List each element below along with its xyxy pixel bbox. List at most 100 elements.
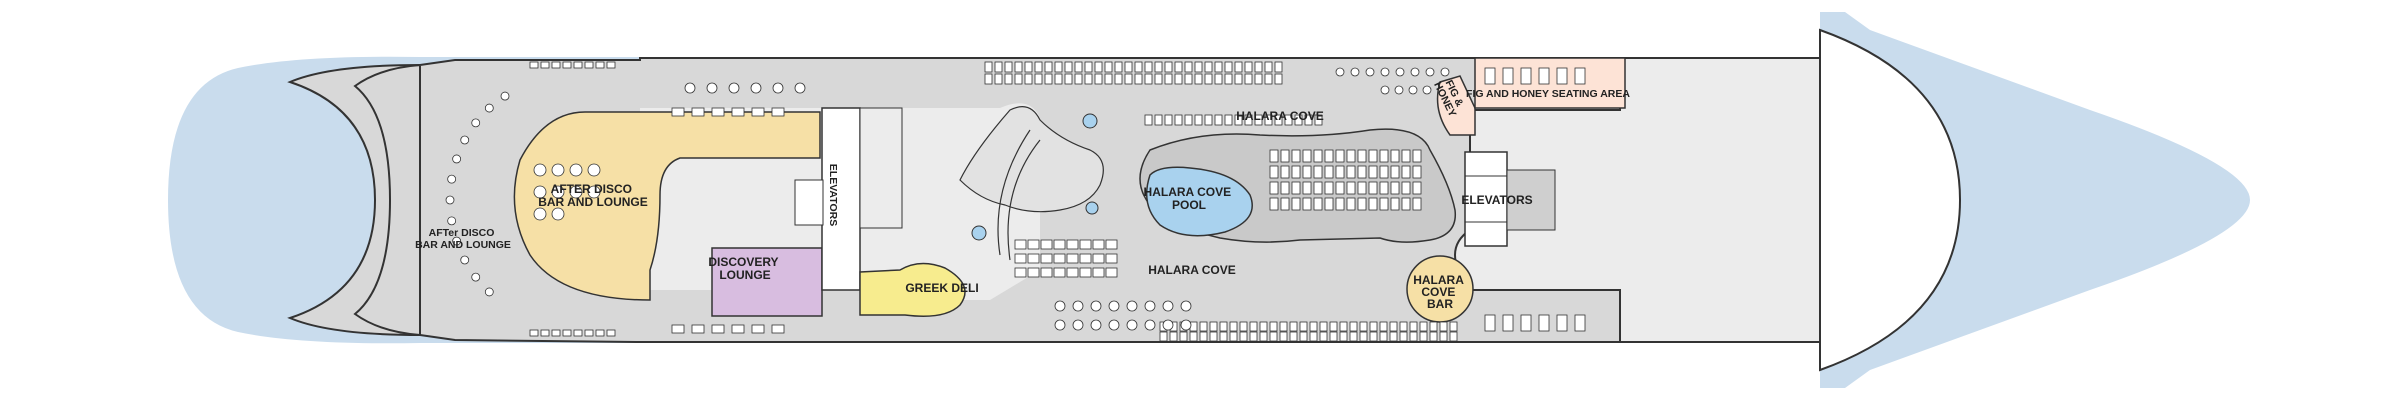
sun-lounger: [1239, 321, 1248, 332]
sun-lounger: [1429, 331, 1438, 342]
sun-lounger: [984, 61, 993, 73]
sun-lounger: [1449, 321, 1458, 332]
booth: [1502, 314, 1514, 332]
sun-lounger: [1289, 331, 1298, 342]
sun-lounger: [1094, 73, 1103, 85]
pool-lounger: [1302, 197, 1312, 211]
sun-lounger: [1214, 73, 1223, 85]
table: [529, 329, 539, 337]
table: [573, 329, 583, 337]
pool-lounger: [1324, 197, 1334, 211]
sun-lounger: [1124, 73, 1133, 85]
rock-feature: [959, 106, 1104, 213]
sun-lounger: [1040, 253, 1053, 264]
pool-lounger: [1401, 149, 1411, 163]
pool-lounger: [1390, 149, 1400, 163]
chair: [1365, 67, 1375, 77]
sun-lounger: [1034, 73, 1043, 85]
pool-lounger: [1335, 197, 1345, 211]
sun-lounger: [1224, 61, 1233, 73]
sun-lounger: [1359, 321, 1368, 332]
chair: [1410, 67, 1420, 77]
sun-lounger: [1079, 239, 1092, 250]
sun-lounger: [1164, 73, 1173, 85]
fig-and-honey-seating-label: FIG AND HONEY SEATING AREA: [1466, 88, 1630, 100]
chair: [447, 174, 457, 184]
sun-lounger: [1014, 239, 1027, 250]
sun-lounger: [1024, 61, 1033, 73]
sun-lounger: [1040, 239, 1053, 250]
sun-lounger: [1449, 331, 1458, 342]
sun-lounger: [1369, 321, 1378, 332]
round-table: [1054, 319, 1066, 331]
sun-lounger: [1053, 267, 1066, 278]
sun-lounger: [1184, 114, 1193, 126]
pool-lounger: [1379, 149, 1389, 163]
sun-lounger: [1389, 331, 1398, 342]
pool-lounger: [1280, 165, 1290, 179]
round-table: [794, 82, 806, 94]
sun-lounger: [1214, 114, 1223, 126]
sun-lounger: [1066, 267, 1079, 278]
chair: [1350, 67, 1360, 77]
sun-lounger: [1124, 61, 1133, 73]
sun-lounger: [1319, 321, 1328, 332]
sun-lounger: [1299, 321, 1308, 332]
sun-lounger: [1174, 61, 1183, 73]
pool-lounger: [1401, 165, 1411, 179]
sun-lounger: [1234, 73, 1243, 85]
round-table: [1090, 300, 1102, 312]
pool-lounger: [1368, 165, 1378, 179]
sun-lounger: [994, 73, 1003, 85]
chair: [471, 272, 481, 282]
sun-lounger: [1114, 73, 1123, 85]
sun-lounger: [1184, 61, 1193, 73]
sun-lounger: [1269, 331, 1278, 342]
sun-lounger: [1014, 61, 1023, 73]
round-table: [1126, 300, 1138, 312]
stern-arc: [353, 64, 421, 336]
sun-lounger: [1092, 267, 1105, 278]
chair: [447, 216, 457, 226]
bow-deck: [1819, 28, 1962, 372]
pool-lounger: [1390, 197, 1400, 211]
table: [691, 107, 705, 117]
booth: [1520, 67, 1532, 85]
halara-cove-bar-label: HALARA COVE BAR: [1413, 273, 1467, 311]
sun-lounger: [1249, 321, 1258, 332]
sun-lounger: [1204, 73, 1213, 85]
sun-lounger: [1319, 331, 1328, 342]
pool-lounger: [1269, 181, 1279, 195]
sun-lounger: [1064, 61, 1073, 73]
table: [529, 61, 539, 69]
elevator-block-fwd: [1464, 151, 1508, 247]
sun-lounger: [1199, 331, 1208, 342]
chair: [500, 91, 510, 101]
pool-lounger: [1269, 149, 1279, 163]
pool-lounger: [1390, 165, 1400, 179]
table: [606, 329, 616, 337]
sun-lounger: [1134, 61, 1143, 73]
sun-lounger: [1079, 267, 1092, 278]
table: [671, 107, 685, 117]
table: [691, 324, 705, 334]
halara-cove-bottom-label: HALARA COVE: [1148, 263, 1236, 277]
sun-lounger: [1224, 73, 1233, 85]
sun-lounger: [1092, 253, 1105, 264]
sun-lounger: [1259, 331, 1268, 342]
chair: [452, 154, 462, 164]
pool-lounger: [1324, 181, 1334, 195]
pool-lounger: [1357, 165, 1367, 179]
round-table: [1144, 300, 1156, 312]
pool-lounger: [1324, 165, 1334, 179]
sun-lounger: [1379, 321, 1388, 332]
sun-lounger: [1014, 253, 1027, 264]
pool-lounger: [1302, 181, 1312, 195]
sun-lounger: [1274, 114, 1283, 126]
sun-lounger: [1439, 321, 1448, 332]
after-disco-main-label: AFTER DISCO BAR AND LOUNGE: [538, 182, 648, 209]
pool-lounger: [1335, 149, 1345, 163]
table: [584, 329, 594, 337]
sun-lounger: [1259, 321, 1268, 332]
lounge-table: [569, 185, 583, 199]
